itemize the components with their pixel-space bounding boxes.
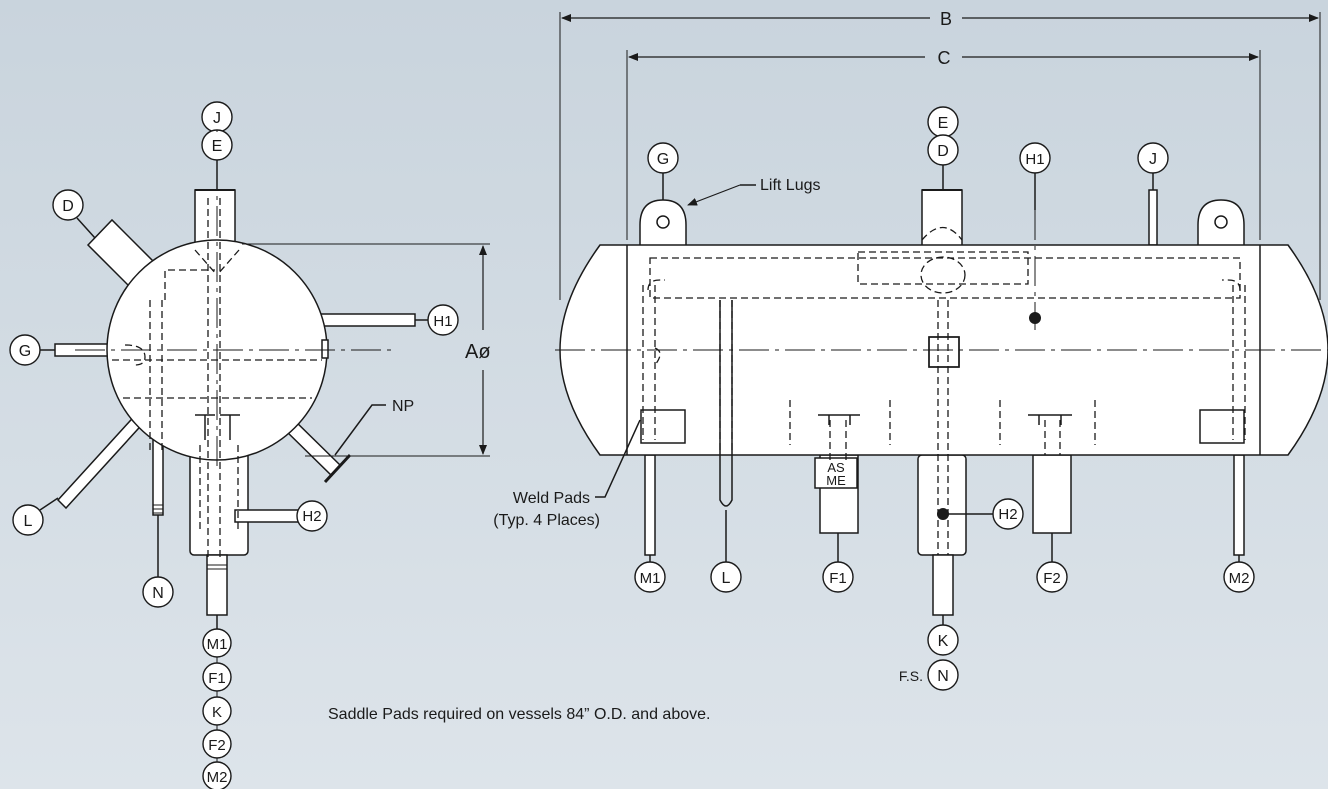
label-l-end [12,504,44,536]
lift-lug-right [1197,199,1245,245]
label-m1-side [634,561,666,593]
text-h1-end: H1 [433,313,452,330]
weld-pad-right [1199,409,1245,444]
text-d-end: D [62,198,74,215]
text-l-side: L [722,570,731,587]
label-n-end [142,576,174,608]
label-g-side [647,142,679,174]
asme-plate [814,457,858,489]
asme-bottom: ME [826,473,846,488]
nozzle-f2-side [1032,454,1072,534]
nozzle-bottom [206,554,228,616]
nozzle-k-side [932,554,954,616]
text-h1-side: H1 [1025,151,1044,168]
text-k-side: K [938,633,949,650]
side-view [555,12,1328,625]
text-g-end: G [19,343,31,360]
label-h1-side [1019,142,1051,174]
sump-k [189,444,249,556]
text-m1-end: M1 [207,636,228,653]
text-m2-side: M2 [1229,570,1250,587]
nozzle-m1-side [644,454,656,556]
nozzle-j-side [1148,189,1158,246]
dimension-a-label: Aø [465,341,491,363]
nozzle-m2-side [1233,454,1245,556]
text-k-end: K [212,704,222,721]
text-f2-side: F2 [1043,570,1061,587]
np-callout: NP [392,398,414,415]
nozzle-ed-side [921,189,963,251]
text-h2-side: H2 [998,506,1017,523]
saddle-pads-note: Saddle Pads required on vessels 84” O.D.… [328,706,710,723]
text-e-side: E [938,115,949,132]
label-g-end [9,334,41,366]
lift-lug-left [639,199,687,245]
label-d-side [927,134,959,166]
weld-pads-callout: Weld Pads [513,490,590,507]
text-e-end: E [212,138,223,155]
label-h1-end [427,304,459,336]
weld-pads-sub: (Typ. 4 Places) [493,512,600,529]
label-f1-side [822,561,854,593]
label-n-side [927,659,959,691]
text-f2-end: F2 [208,737,226,754]
label-l-side [710,561,742,593]
sump-side [917,454,967,556]
text-g-side: G [657,151,669,168]
fs-label: F.S. [899,668,923,684]
label-k-side [927,624,959,656]
text-f1-side: F1 [829,570,847,587]
dimension-c-label: C [938,48,951,68]
text-j-end: J [213,110,221,127]
asme-top: AS [827,460,845,475]
label-f2-side [1036,561,1068,593]
text-m1-side: M1 [640,570,661,587]
h2-marker [937,508,949,520]
label-m2-side [1223,561,1255,593]
lift-lugs-callout: Lift Lugs [760,177,820,194]
label-d-end [52,189,84,221]
nozzle-l [56,408,150,510]
label-h2-end [296,500,328,532]
label-h2-side [992,498,1024,530]
text-n-side: N [937,668,949,685]
text-j-side: J [1149,151,1157,168]
text-m2-end: M2 [207,769,228,786]
text-l-end: L [24,513,33,530]
text-d-side: D [937,143,949,160]
center-pad [928,336,960,368]
h1-marker [1029,312,1041,324]
nozzle-l-side [719,300,733,507]
weld-pad-left [640,409,686,444]
text-h2-end: H2 [302,508,321,525]
text-f1-end: F1 [208,670,226,687]
nozzle-h2-left [234,509,301,523]
text-n-end: N [152,585,164,602]
end-view [39,158,490,630]
dimension-b-label: B [940,9,952,29]
label-j-side [1137,142,1169,174]
